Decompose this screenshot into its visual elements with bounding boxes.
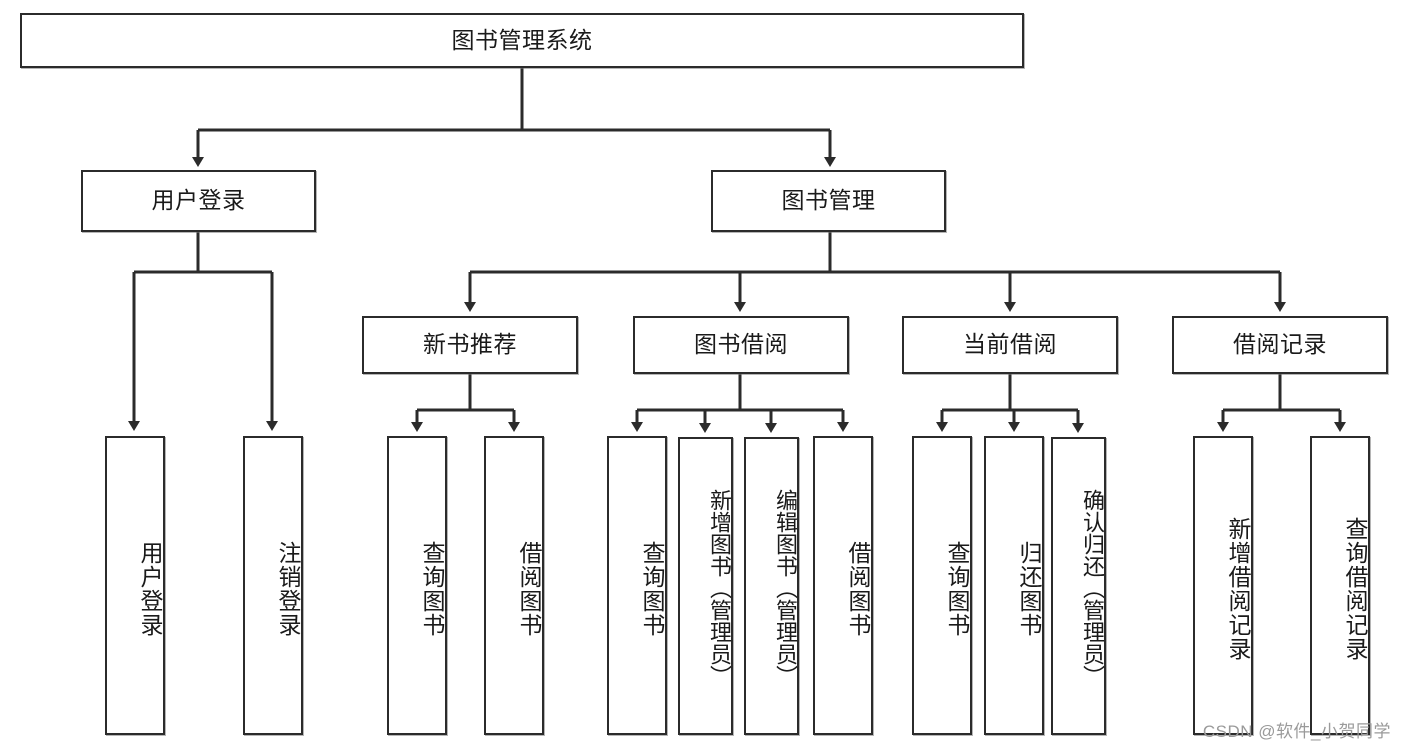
- node-borrow-record-label: 借阅记录: [1233, 331, 1327, 358]
- csdn-watermark: CSDN @软件_小贺同学: [1202, 722, 1391, 741]
- node-book-borrow-label: 图书借阅: [694, 331, 788, 358]
- node-user-login[interactable]: 用户登录: [81, 170, 316, 232]
- node-root-label: 图书管理系统: [451, 26, 593, 53]
- node-leaf-borrow-book-1[interactable]: 借阅图书: [484, 436, 544, 735]
- node-leaf-borrow-book-1-label: 借阅图书: [516, 540, 542, 637]
- node-leaf-query-book-2-label: 查询图书: [639, 540, 665, 637]
- node-leaf-query-book-1-label: 查询图书: [419, 540, 445, 637]
- node-leaf-query-record[interactable]: 查询借阅记录: [1310, 436, 1370, 735]
- node-leaf-user-login-label: 用户登录: [137, 540, 163, 637]
- node-book-manage[interactable]: 图书管理: [711, 170, 946, 232]
- node-leaf-edit-book-label: 编辑图书（管理员）: [773, 488, 798, 687]
- node-leaf-edit-book[interactable]: 编辑图书（管理员）: [744, 437, 799, 735]
- node-current-borrow[interactable]: 当前借阅: [902, 316, 1118, 374]
- node-leaf-add-record-label: 新增借阅记录: [1225, 516, 1251, 661]
- node-leaf-query-record-label: 查询借阅记录: [1342, 516, 1368, 661]
- node-leaf-add-record[interactable]: 新增借阅记录: [1193, 436, 1253, 735]
- node-root[interactable]: 图书管理系统: [20, 13, 1024, 68]
- node-leaf-user-logout[interactable]: 注销登录: [243, 436, 303, 735]
- node-leaf-return-book-label: 归还图书: [1016, 540, 1042, 637]
- node-borrow-record[interactable]: 借阅记录: [1172, 316, 1388, 374]
- node-leaf-user-login[interactable]: 用户登录: [105, 436, 165, 735]
- node-leaf-confirm-return-label: 确认归还（管理员）: [1080, 488, 1105, 687]
- node-current-borrow-label: 当前借阅: [963, 331, 1057, 358]
- node-leaf-confirm-return[interactable]: 确认归还（管理员）: [1051, 437, 1106, 735]
- node-book-manage-label: 图书管理: [781, 187, 876, 214]
- node-user-login-label: 用户登录: [151, 187, 246, 214]
- node-leaf-query-book-2[interactable]: 查询图书: [607, 436, 667, 735]
- node-leaf-user-logout-label: 注销登录: [275, 540, 301, 637]
- node-leaf-query-book-3-label: 查询图书: [944, 540, 970, 637]
- node-leaf-borrow-book-2-label: 借阅图书: [845, 540, 871, 637]
- node-leaf-add-book[interactable]: 新增图书（管理员）: [678, 437, 733, 735]
- node-leaf-add-book-label: 新增图书（管理员）: [707, 488, 732, 687]
- node-leaf-query-book-3[interactable]: 查询图书: [912, 436, 972, 735]
- node-new-book-rec[interactable]: 新书推荐: [362, 316, 578, 374]
- node-leaf-borrow-book-2[interactable]: 借阅图书: [813, 436, 873, 735]
- node-leaf-return-book[interactable]: 归还图书: [984, 436, 1044, 735]
- node-leaf-query-book-1[interactable]: 查询图书: [387, 436, 447, 735]
- node-book-borrow[interactable]: 图书借阅: [633, 316, 849, 374]
- node-new-book-rec-label: 新书推荐: [423, 331, 517, 358]
